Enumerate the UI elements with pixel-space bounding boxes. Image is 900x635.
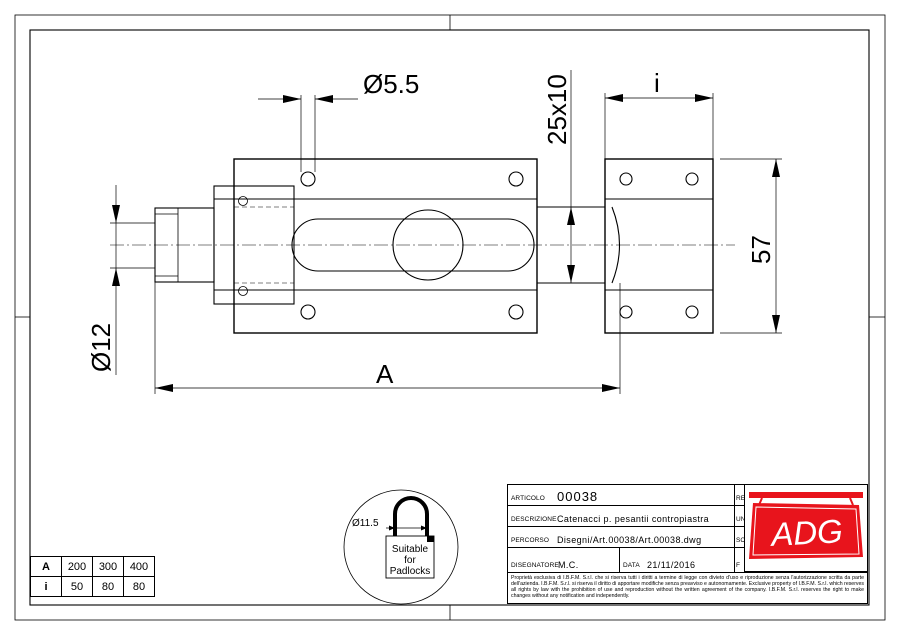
size-table-cell: 80 [92,576,124,597]
size-table-cell: 300 [92,556,124,577]
size-table-label-i: i [30,576,62,597]
tb-disegnatore: DISEGNATORE M.C. [507,547,620,573]
dim-bolt-arrow-bottom [112,268,120,286]
logo-text: ADG [768,512,843,553]
bracket-hole-top [238,196,248,206]
dim-slot-arrow-top [567,207,575,225]
dim-a-arrow-r [602,384,620,392]
padlock-dim-text: Ø11.5 [352,518,379,529]
logo-top-bar [749,492,863,498]
tb-data-label: DATA [623,562,640,569]
padlock-body [385,535,435,579]
dim-a-text: A [376,359,394,389]
size-table-cell: 80 [123,576,155,597]
keeper-hole-tr [685,172,699,186]
keeper-plate [604,158,714,334]
padlock-shackle [393,496,429,536]
tb-descrizione-label: DESCRIZIONE [511,516,557,523]
tb-percorso: PERCORSO Disegni/Art.00038/Art.00038.dwg [507,526,735,548]
tb-descrizione: DESCRIZIONE Catenacci p. pesantii contro… [507,505,735,527]
padlock-label-3: Padlocks [390,566,431,577]
size-table-cell: 200 [61,556,93,577]
tb-disegnatore-label: DISEGNATORE [511,562,559,569]
dim-slot-text: 25x10 [542,74,572,145]
size-table-label-a: A [30,556,62,577]
handle-slot [291,218,535,272]
dim-slot-arrow-bottom [567,265,575,283]
logo-plate-inner [752,506,860,556]
dim-hole-arrow-r [315,95,333,103]
padlock-body-shadow [427,536,434,542]
company-logo: ADG [744,484,868,572]
dim-hole-text: Ø5.5 [363,69,419,99]
tb-articolo-label: ARTICOLO [511,495,545,502]
size-table-row-a: A 200 300 400 [30,556,155,577]
tb-percorso-label: PERCORSO [511,537,550,544]
dim-bolt-text: Ø12 [86,323,116,372]
dim-i-arrow-r [695,94,713,102]
tb-fo-label: F [736,562,741,569]
sheet-inner-border [29,29,870,606]
padlock-dim-arrow-r [421,525,427,531]
tb-disclaimer: Proprietà esclusiva di I.B.F.M. S.r.l. c… [507,572,868,604]
tb-disegnatore-value: M.C. [558,560,579,570]
keeper-hole-br [685,305,699,319]
dim-57-arrow-top [772,159,780,177]
dim-i-arrow-l [605,94,623,102]
dim-a-arrow-l [155,384,173,392]
padlock-circle [343,489,459,605]
tb-descrizione-value: Catenacci p. pesantii contropiastra [557,514,710,524]
plate-hole-bl [300,304,316,320]
size-table-row-i: i 50 80 80 [30,576,155,597]
tb-un-label: UN [736,516,746,523]
bracket-hole-bottom [238,286,248,296]
main-plate [233,158,538,334]
dim-57-arrow-bottom [772,315,780,333]
title-block: ARTICOLO 00038 RE DESCRIZIONE Catenacci … [507,484,868,604]
tb-articolo: ARTICOLO 00038 [507,484,735,506]
size-table-cell: 50 [61,576,93,597]
dim-bolt-arrow-top [112,205,120,223]
tb-articolo-value: 00038 [557,489,599,504]
plate-hole-tr [508,171,524,187]
size-table: A 200 300 400 i 50 80 80 [30,556,155,597]
padlock-label-1: Suitable [392,544,429,555]
tb-data-value: 21/11/2016 [647,560,696,570]
tb-re-label: RE [736,495,746,502]
tb-sc-label: SC [736,537,746,544]
adg-logo-icon: ADG [749,492,863,559]
padlock-label-2: for [404,555,416,566]
tb-data: DATA 21/11/2016 [619,547,735,573]
tb-percorso-value: Disegni/Art.00038/Art.00038.dwg [557,535,702,545]
plate-hole-br [508,304,524,320]
dim-hole-arrow-l [283,95,301,103]
dim-i-text: i [654,68,660,98]
dim-57-text: 57 [746,235,776,264]
keeper-hole-bl [619,305,633,319]
size-table-cell: 400 [123,556,155,577]
keeper-hole-tl [619,172,633,186]
plate-hole-tl [300,171,316,187]
padlock-dim-arrow-l [389,525,395,531]
logo-hang-right [849,497,854,506]
logo-plate [749,503,863,559]
